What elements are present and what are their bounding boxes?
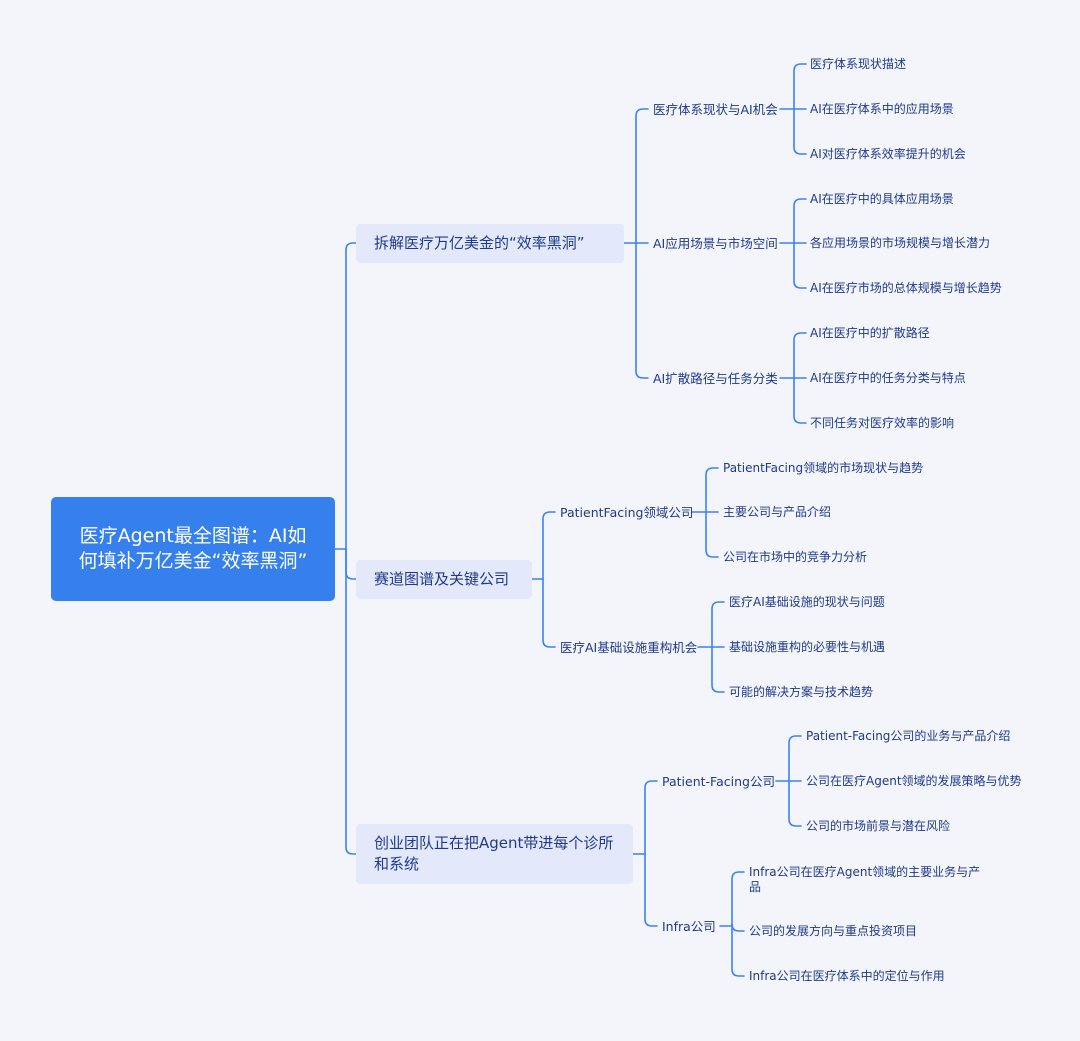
branch-topic-label: 拆解医疗万亿美金的“效率黑洞” [374, 234, 585, 252]
branch-topic-startup-teams[interactable]: 创业团队正在把Agent带进每个诊所和系统 [356, 824, 633, 884]
branch3-connector-link [644, 780, 658, 855]
branch-topic-track-map[interactable]: 赛道图谱及关键公司 [356, 560, 532, 599]
sub-connector-link [705, 467, 719, 513]
leaf-topic[interactable]: PatientFacing领域的市场现状与趋势 [723, 461, 924, 475]
subtopic[interactable]: AI应用场景与市场空间 [653, 236, 778, 251]
subtopic[interactable]: 医疗AI基础设施重构机会 [560, 640, 698, 655]
branch1-connector-link [635, 108, 649, 244]
leaf-topic[interactable]: Patient-Facing公司的业务与产品介绍 [806, 729, 1011, 743]
leaf-topic[interactable]: AI在医疗中的具体应用场景 [810, 192, 954, 206]
branch-topic-efficiency-black-hole[interactable]: 拆解医疗万亿美金的“效率黑洞” [356, 224, 624, 263]
sub-connector-link [705, 511, 719, 558]
root-connector-link [345, 242, 357, 550]
root-topic-label: 医疗Agent最全图谱：AI如何填补万亿美金“效率黑洞” [78, 525, 308, 572]
leaf-topic[interactable]: Infra公司在医疗体系中的定位与作用 [749, 969, 945, 983]
subtopic[interactable]: PatientFacing领域公司 [560, 505, 694, 520]
subtopic[interactable]: 医疗体系现状与AI机会 [653, 102, 778, 117]
leaf-topic[interactable]: AI在医疗体系中的应用场景 [810, 102, 954, 116]
leaf-topic[interactable]: Infra公司在医疗Agent领域的主要业务与产品 [749, 865, 981, 894]
subtopic[interactable]: AI扩散路径与任务分类 [653, 371, 778, 386]
branch1-connector-link [635, 242, 649, 379]
sub-connector-link [793, 198, 807, 244]
sub-connector-link [731, 923, 745, 932]
leaf-topic[interactable]: AI在医疗中的任务分类与特点 [810, 371, 966, 385]
root-connector-link [345, 548, 357, 855]
root-connector-link [345, 548, 357, 580]
leaf-topic[interactable]: 公司在医疗Agent领域的发展策略与优势 [806, 774, 1022, 788]
leaf-topic[interactable]: 公司的发展方向与重点投资项目 [749, 924, 918, 938]
sub-connector-link [793, 63, 807, 110]
leaf-topic[interactable]: 医疗体系现状描述 [810, 57, 907, 71]
branch3-connector-link [644, 853, 658, 927]
root-topic[interactable]: 医疗Agent最全图谱：AI如何填补万亿美金“效率黑洞” [51, 497, 335, 601]
sub-connector-link [731, 871, 745, 927]
leaf-topic[interactable]: 公司的市场前景与潜在风险 [806, 819, 951, 833]
sub-connector-link [711, 646, 725, 693]
sub-connector-link [731, 925, 745, 977]
sub-connector-link [793, 332, 807, 379]
branch-topic-label: 赛道图谱及关键公司 [374, 570, 510, 588]
leaf-topic[interactable]: 主要公司与产品介绍 [723, 505, 832, 519]
leaf-topic[interactable]: 基础设施重构的必要性与机遇 [729, 640, 886, 654]
leaf-topic[interactable]: 公司在市场中的竞争力分析 [723, 550, 868, 564]
subtopic[interactable]: Infra公司 [662, 919, 716, 934]
sub-connector-link [793, 242, 807, 289]
leaf-topic[interactable]: 医疗AI基础设施的现状与问题 [729, 595, 885, 609]
sub-connector-link [711, 601, 725, 648]
branch2-connector-link [542, 578, 556, 648]
subtopic[interactable]: Patient-Facing公司 [662, 774, 775, 789]
leaf-topic[interactable]: AI对医疗体系效率提升的机会 [810, 147, 966, 161]
leaf-topic[interactable]: 可能的解决方案与技术趋势 [729, 685, 874, 699]
sub-connector-link [793, 108, 807, 155]
leaf-topic[interactable]: 不同任务对医疗效率的影响 [810, 416, 955, 430]
branch-topic-label: 创业团队正在把Agent带进每个诊所和系统 [374, 834, 614, 873]
leaf-topic[interactable]: AI在医疗市场的总体规模与增长趋势 [810, 281, 1002, 295]
sub-connector-link [788, 780, 802, 827]
leaf-topic[interactable]: 各应用场景的市场规模与增长潜力 [810, 236, 991, 250]
leaf-topic[interactable]: AI在医疗中的扩散路径 [810, 326, 930, 340]
branch2-connector-link [542, 511, 556, 580]
sub-connector-link [788, 735, 802, 782]
sub-connector-link [793, 377, 807, 424]
